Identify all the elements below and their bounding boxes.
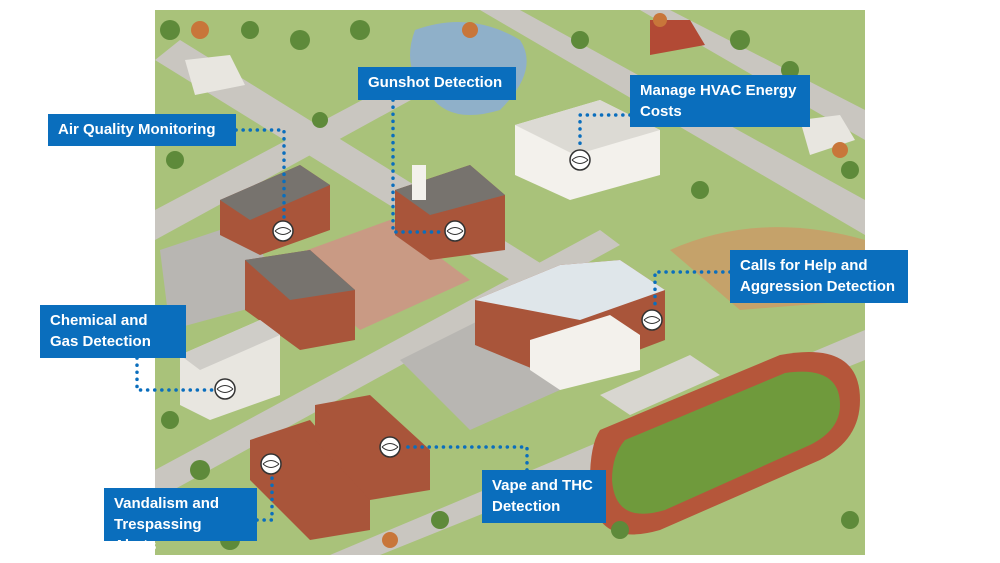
label-vape-thc: Vape and THC Detection bbox=[482, 470, 606, 523]
label-air-quality: Air Quality Monitoring bbox=[48, 114, 236, 146]
sensor-icons bbox=[214, 149, 663, 475]
label-gunshot-detection: Gunshot Detection bbox=[358, 67, 516, 100]
parking-lot bbox=[400, 320, 560, 430]
label-calls-for-help: Calls for Help and Aggression Detection bbox=[730, 250, 908, 303]
sensor-icon bbox=[379, 436, 401, 458]
label-vandalism: Vandalism and Trespassing Alerts bbox=[104, 488, 257, 554]
track-field bbox=[590, 352, 860, 535]
connector-lines bbox=[135, 98, 732, 522]
sensor-icon bbox=[260, 453, 282, 475]
sensor-icon bbox=[641, 309, 663, 331]
sensor-icon bbox=[214, 378, 236, 400]
label-hvac: Manage HVAC Energy Costs bbox=[630, 75, 810, 127]
label-chemical-gas: Chemical and Gas Detection bbox=[40, 305, 186, 358]
sensor-icon bbox=[444, 220, 466, 242]
sensor-icon bbox=[272, 220, 294, 242]
buildings bbox=[180, 20, 855, 540]
sensor-icon bbox=[569, 149, 591, 171]
